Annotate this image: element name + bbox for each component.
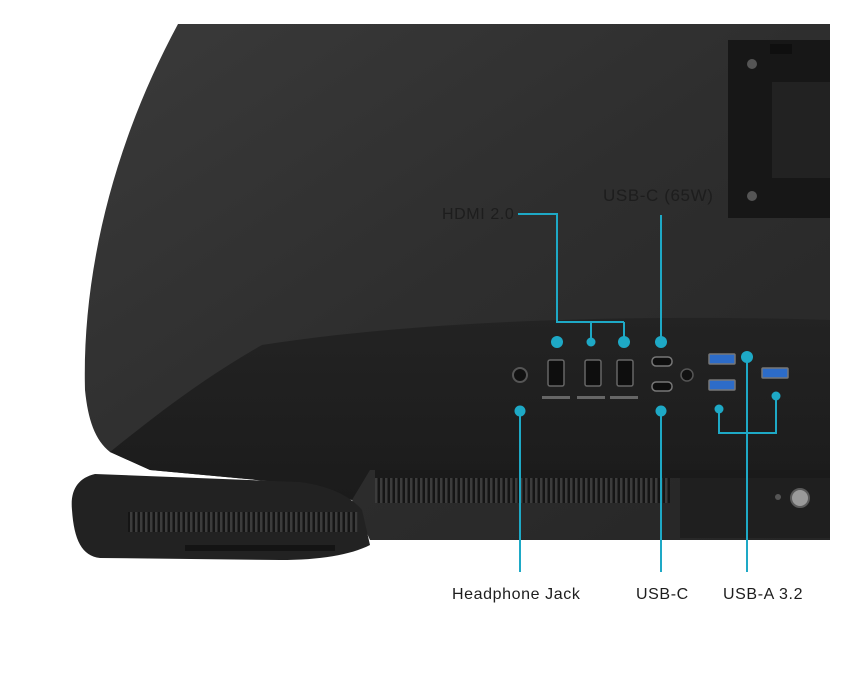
- power-button: [790, 488, 810, 508]
- usb-a-dot: [771, 391, 781, 401]
- hdmi-ports: [542, 359, 638, 399]
- headphone-jack-port: [512, 367, 528, 383]
- headphone-jack-label: Headphone Jack: [452, 586, 581, 603]
- usb-a-dot: [741, 351, 753, 363]
- left-vent-slot: [185, 545, 335, 551]
- headphone-dot: [514, 405, 526, 417]
- usb-a-ports: [708, 353, 789, 391]
- usb-c-dot: [655, 405, 667, 417]
- hdmi-dot: [618, 336, 630, 348]
- hdmi-label: HDMI 2.0: [442, 206, 515, 223]
- monitor-lower-ledge: [110, 317, 830, 500]
- bottom-vent-grille: [375, 478, 670, 503]
- hdmi-dot: [586, 337, 596, 347]
- vesa-screw: [747, 191, 757, 201]
- usb-c-65w-dot: [655, 336, 667, 348]
- usb-c-ports: [651, 356, 694, 392]
- usb-c-label: USB-C: [636, 586, 689, 603]
- hdmi-dot: [551, 336, 563, 348]
- left-vent-grille: [128, 512, 358, 532]
- usb-c-65w-label: USB-C (65W): [603, 186, 714, 205]
- usb-a-label: USB-A 3.2: [723, 586, 804, 603]
- vesa-screw: [747, 59, 757, 69]
- usb-a-dot: [714, 404, 724, 414]
